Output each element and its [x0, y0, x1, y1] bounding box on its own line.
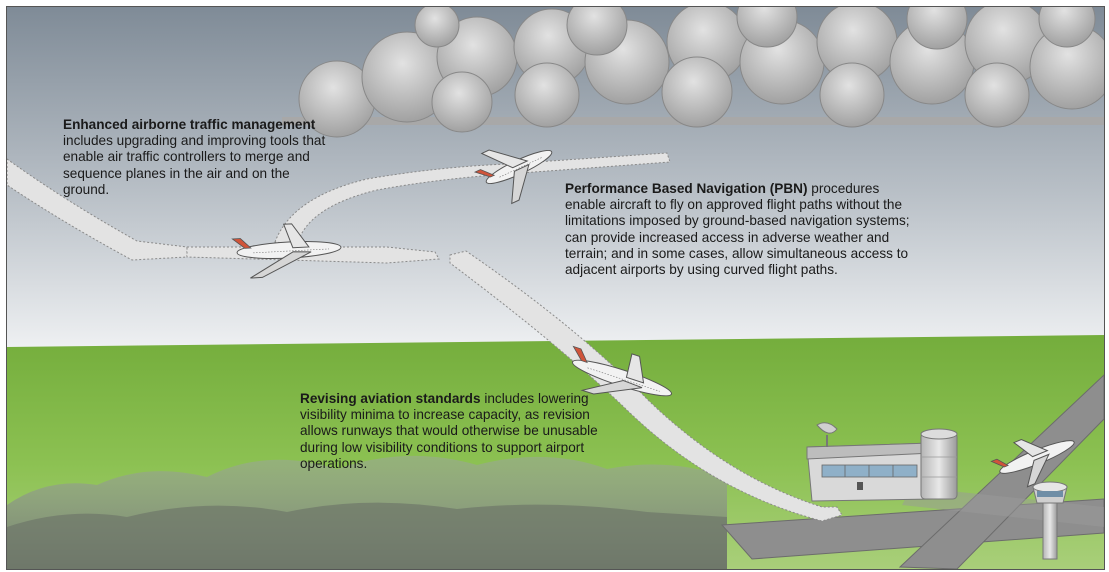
- aircraft-departing: [990, 439, 1075, 488]
- caption-revising-aviation-standards: Revising aviation standards includes low…: [300, 391, 630, 472]
- caption-ras-body: includes lowering visibility minima to i…: [300, 391, 598, 471]
- illustration-frame: Enhanced airborne traffic management inc…: [6, 6, 1105, 570]
- caption-performance-based-navigation: Performance Based Navigation (PBN) proce…: [565, 181, 915, 278]
- control-tower: [1032, 481, 1068, 560]
- caption-pbn-body: procedures enable aircraft to fly on app…: [565, 181, 910, 278]
- caption-pbn-title: Performance Based Navigation (PBN): [565, 181, 808, 196]
- scene-illustration: [7, 7, 1104, 569]
- caption-ras-title: Revising aviation standards: [300, 391, 481, 406]
- fog-band: [7, 455, 727, 569]
- storm-cloud: [282, 7, 1104, 138]
- caption-enhanced-airborne-traffic-management: Enhanced airborne traffic management inc…: [63, 117, 333, 198]
- caption-atm-title: Enhanced airborne traffic management: [63, 117, 316, 132]
- terminal-building: [806, 422, 958, 502]
- caption-atm-body: includes upgrading and improving tools t…: [63, 133, 326, 197]
- aircraft-upper: [473, 149, 553, 205]
- aircraft-descending: [571, 345, 673, 397]
- aircraft-middle: [231, 223, 342, 279]
